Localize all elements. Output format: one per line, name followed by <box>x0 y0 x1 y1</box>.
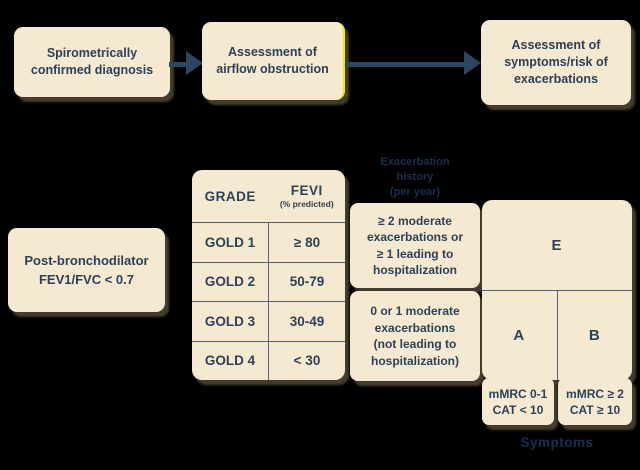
high-exacerbation-risk-box: ≥ 2 moderate exacerbations or ≥ 1 leadin… <box>350 203 480 288</box>
arrow-head-icon <box>464 51 481 75</box>
group-e-cell: E <box>482 200 632 291</box>
value-cell: 50-79 <box>289 274 325 290</box>
low-risk-line3: (not leading to <box>373 337 457 351</box>
table-row: GOLD 1 ≥ 80 <box>192 223 345 263</box>
post-bronchodilator-box: Post-bronchodilator FEV1/FVC < 0.7 <box>8 228 165 312</box>
flow-step-symptoms-box: Assessment of symptoms/risk of exacerbat… <box>481 20 631 105</box>
exacerbation-label-line1: Exacerbation <box>380 156 450 168</box>
group-a-cell: A <box>482 291 558 380</box>
flow-step-symptoms-line3: exacerbations <box>513 72 599 86</box>
high-risk-line1: ≥ 2 moderate <box>378 213 452 228</box>
value-cell: 30-49 <box>289 313 325 329</box>
value-cell: < 30 <box>293 353 321 369</box>
flow-step-symptoms-line1: Assessment of <box>511 38 601 52</box>
fevi-column-subheader: (% predicted) <box>279 199 334 209</box>
high-risk-line3: ≥ 1 leading to <box>376 246 454 261</box>
flow-step-airflow-line1: Assessment of <box>228 45 317 59</box>
arrow-head-icon <box>186 51 203 75</box>
criteria-line2: FEV1/FVC < 0.7 <box>38 272 134 287</box>
grade-cell: GOLD 2 <box>192 262 269 301</box>
fevi-column-header: FEVI <box>290 183 323 198</box>
arrow-shaft <box>169 61 189 67</box>
mmrc-low-line: mMRC 0-1 <box>488 386 548 401</box>
low-risk-line4: hospitalization) <box>371 353 459 368</box>
value-cell: ≥ 80 <box>293 234 321 250</box>
exacerbation-label-line2: history <box>396 171 434 183</box>
flow-step-airflow-box: Assessment of airflow obstruction <box>202 22 345 100</box>
gold-grade-table: GRADE FEVI (% predicted) GOLD 1 ≥ 80 GOL… <box>192 170 345 380</box>
grade-cell: GOLD 3 <box>192 302 269 341</box>
cat-low-line: CAT < 10 <box>492 402 544 417</box>
exacerbation-label-line3: (per year) <box>389 186 441 198</box>
table-row: GOLD 2 50-79 <box>192 262 345 302</box>
group-ab-row: A B <box>482 291 632 380</box>
group-b-cell: B <box>588 327 601 344</box>
flow-arrow-2-icon <box>347 51 481 76</box>
grade-column-header: GRADE <box>204 188 256 204</box>
low-risk-line1: 0 or 1 moderate <box>370 304 460 318</box>
high-risk-line2: exacerbations or <box>366 230 464 244</box>
symptoms-axis-label: Symptoms <box>520 435 594 450</box>
low-exacerbation-risk-box: 0 or 1 moderate exacerbations (not leadi… <box>350 291 480 381</box>
flow-step-diagnosis-box: Spirometrically confirmed diagnosis <box>14 27 170 97</box>
table-header-fevi: FEVI (% predicted) <box>269 170 346 222</box>
grade-cell: GOLD 4 <box>192 341 269 380</box>
flow-step-diagnosis-line2: confirmed diagnosis <box>30 63 154 77</box>
table-header-row: GRADE FEVI (% predicted) <box>192 170 345 223</box>
low-risk-line2: exacerbations <box>374 320 456 335</box>
symptom-score-low-box: mMRC 0-1 CAT < 10 <box>482 378 554 425</box>
symptom-score-high-box: mMRC ≥ 2 CAT ≥ 10 <box>558 378 632 425</box>
flow-step-symptoms-line2: symptoms/risk of <box>504 55 608 69</box>
arrow-shaft <box>347 61 465 67</box>
flow-arrow-1-icon <box>169 51 203 76</box>
grade-cell: GOLD 1 <box>192 223 269 262</box>
cat-high-line: CAT ≥ 10 <box>569 402 621 417</box>
exacerbation-history-label: Exacerbation history (per year) <box>348 155 482 200</box>
high-risk-line4: hospitalization <box>373 263 457 277</box>
table-row: GOLD 3 30-49 <box>192 302 345 342</box>
mmrc-high-line: mMRC ≥ 2 <box>566 386 624 401</box>
flow-step-diagnosis-line1: Spirometrically <box>46 46 138 60</box>
table-header-grade: GRADE <box>192 170 269 222</box>
criteria-line1: Post-bronchodilator <box>24 253 149 268</box>
flow-step-airflow-line2: airflow obstruction <box>216 62 329 76</box>
gold-abe-group-grid: E A B <box>482 200 632 380</box>
table-row: GOLD 4 < 30 <box>192 341 345 380</box>
